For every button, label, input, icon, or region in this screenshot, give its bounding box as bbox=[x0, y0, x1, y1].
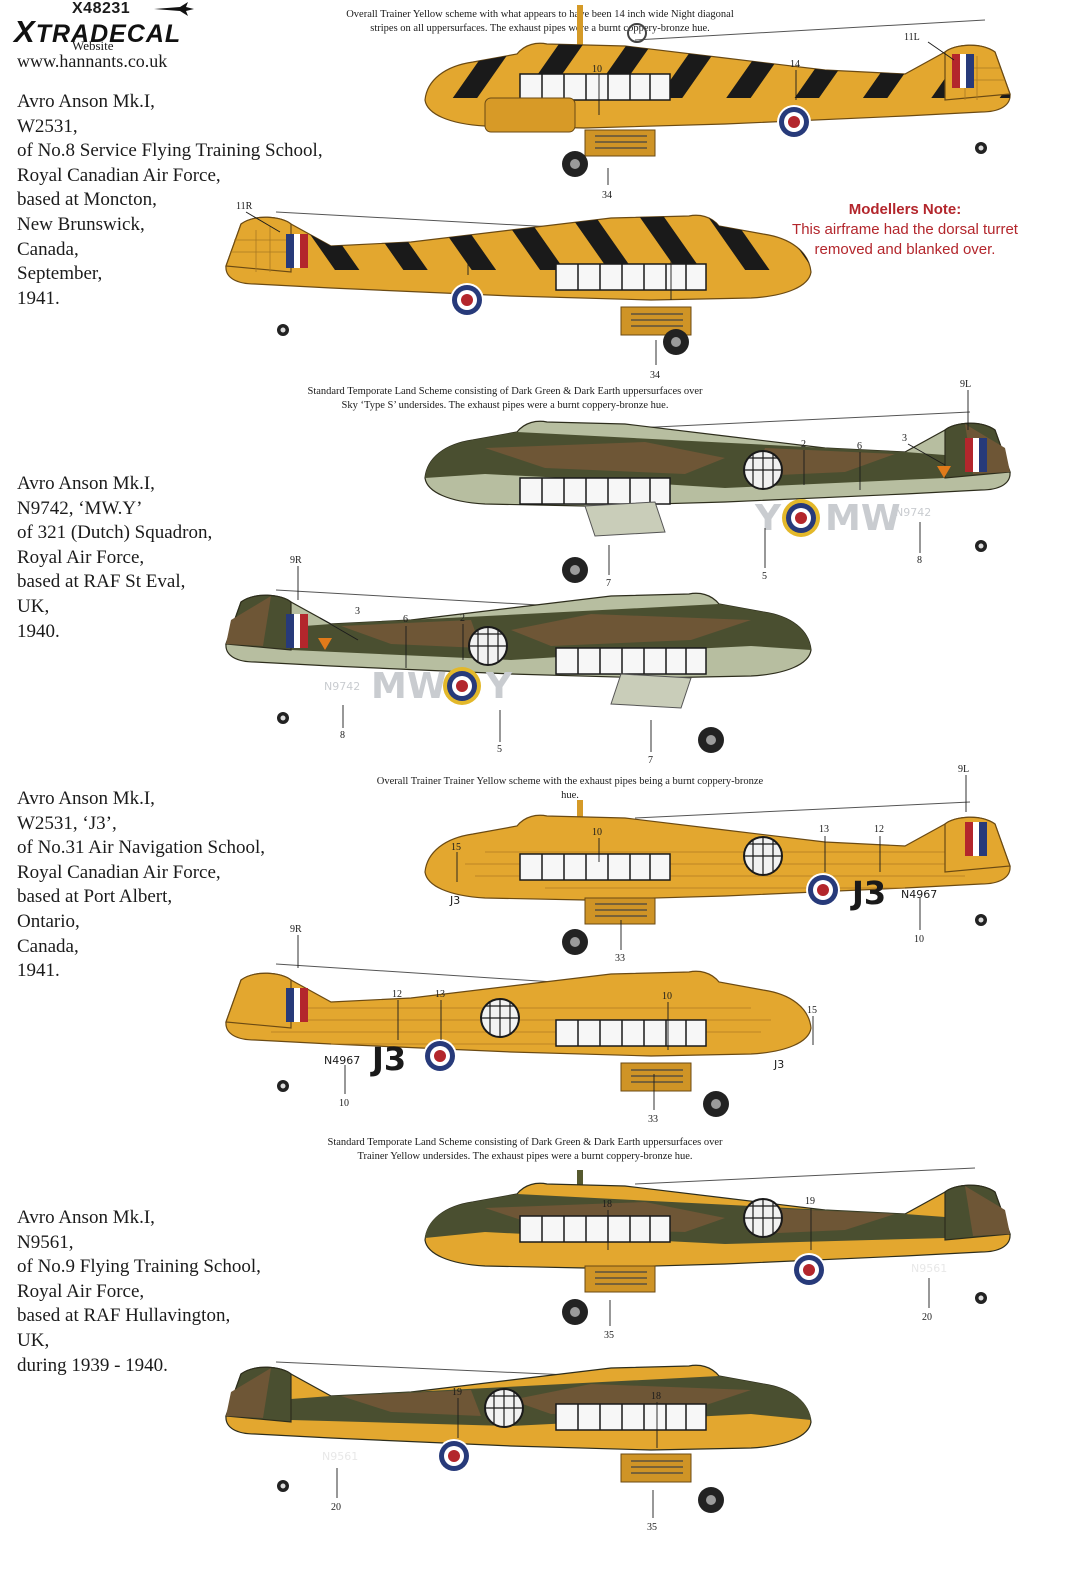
svg-text:J3: J3 bbox=[773, 1058, 784, 1071]
callout-number: 10 bbox=[914, 934, 924, 945]
svg-text:MW: MW bbox=[371, 666, 447, 707]
scheme-1-right-profile bbox=[424, 5, 1011, 177]
svg-text:J3: J3 bbox=[850, 874, 886, 912]
scheme-1-description: Overall Trainer Yellow scheme with what … bbox=[346, 9, 734, 34]
modellers-note-line: removed and blanked over. bbox=[814, 241, 996, 258]
callout-number: 34 bbox=[650, 370, 660, 381]
svg-text:N9561: N9561 bbox=[911, 1262, 947, 1275]
callout-number: 10 bbox=[665, 243, 675, 254]
svg-text:Y: Y bbox=[754, 498, 782, 539]
scheme-4-left-profile: N9561 bbox=[225, 1361, 812, 1513]
scheme-2-caption: Avro Anson Mk.I,N9742, ‘MW.Y’of 321 (Dut… bbox=[17, 473, 213, 642]
scheme-3-right-profile: J3 N4967 J3 bbox=[424, 800, 1011, 955]
brand-wordmark: XTRADECAL bbox=[14, 14, 182, 49]
callout-number: 13 bbox=[435, 989, 445, 1000]
scheme-1-left-profile bbox=[225, 211, 812, 355]
callout-number: 34 bbox=[602, 190, 612, 201]
callout-leaders bbox=[245, 41, 969, 1518]
scheme-3-description: Overall Trainer Trainer Yellow scheme wi… bbox=[376, 776, 764, 801]
svg-text:J3: J3 bbox=[449, 894, 460, 907]
callout-number: 12 bbox=[392, 989, 402, 1000]
callout-number: 3 bbox=[902, 433, 907, 444]
website-url[interactable]: www.hannants.co.uk bbox=[17, 51, 168, 71]
scheme-4-right-profile: N9561 bbox=[424, 1167, 1011, 1325]
svg-text:N9742: N9742 bbox=[324, 680, 360, 693]
callout-number: 8 bbox=[917, 555, 922, 566]
callout-number: 5 bbox=[497, 744, 502, 755]
callout-number: 8 bbox=[340, 730, 345, 741]
scheme-4-caption: Avro Anson Mk.I,N9561,of No.9 Flying Tra… bbox=[17, 1207, 261, 1376]
callout-number: 33 bbox=[648, 1114, 658, 1125]
callout-number: 10 bbox=[592, 64, 602, 75]
svg-text:Y: Y bbox=[485, 666, 513, 707]
product-code: X48231 bbox=[72, 0, 131, 17]
callout-number: 9R bbox=[290, 924, 302, 935]
callout-number: 3 bbox=[355, 606, 360, 617]
callout-number: 35 bbox=[647, 1522, 657, 1533]
svg-text:J3: J3 bbox=[370, 1040, 406, 1078]
scheme-2-right-profile: Y MW N9742 bbox=[424, 411, 1011, 583]
modellers-note-line: This airframe had the dorsal turret bbox=[792, 221, 1018, 238]
callout-number: 19 bbox=[452, 1387, 462, 1398]
callout-number: 18 bbox=[651, 1391, 661, 1402]
svg-text:N4967: N4967 bbox=[324, 1054, 360, 1067]
callout-number: 9L bbox=[958, 764, 969, 775]
callout-number: 7 bbox=[606, 578, 611, 589]
callout-number: 5 bbox=[762, 571, 767, 582]
scheme-2-left-profile: MW Y N9742 bbox=[225, 589, 812, 753]
callout-number: 7 bbox=[648, 755, 653, 766]
callout-number: 19 bbox=[805, 1196, 815, 1207]
modellers-note-title: Modellers Note: bbox=[848, 201, 962, 218]
callout-number: 14 bbox=[790, 59, 800, 70]
scheme-3-left-profile: J3 N4967 J3 bbox=[225, 963, 812, 1117]
callout-number: 10 bbox=[592, 827, 602, 838]
callout-number: 14 bbox=[463, 241, 473, 252]
callout-number: 33 bbox=[615, 953, 625, 964]
callout-number: 2 bbox=[460, 613, 465, 624]
callout-number: 9L bbox=[960, 379, 971, 390]
xtradecal-logo: X48231 XTRADECAL bbox=[12, 0, 194, 50]
callout-numbers: 10 14 11L 34 11R 14 10 34 9L 2 6 3 7 5 8… bbox=[236, 32, 971, 1533]
callout-number: 11R bbox=[236, 201, 253, 212]
callout-number: 20 bbox=[922, 1312, 932, 1323]
callout-number: 20 bbox=[331, 1502, 341, 1513]
callout-number: 10 bbox=[339, 1098, 349, 1109]
svg-text:N4967: N4967 bbox=[901, 888, 937, 901]
callout-number: 6 bbox=[857, 441, 862, 452]
svg-text:N9742: N9742 bbox=[895, 506, 931, 519]
callout-number: 18 bbox=[602, 1199, 612, 1210]
callout-number: 6 bbox=[403, 614, 408, 625]
website-label: Website bbox=[72, 38, 114, 53]
callout-number: 2 bbox=[801, 439, 806, 450]
scheme-2-description: Standard Temporate Land Scheme consistin… bbox=[307, 386, 703, 411]
callout-number: 10 bbox=[662, 991, 672, 1002]
callout-number: 11L bbox=[904, 32, 920, 43]
scheme-3-caption: Avro Anson Mk.I,W2531, ‘J3’,of No.31 Air… bbox=[17, 788, 266, 982]
callout-number: 15 bbox=[807, 1005, 817, 1016]
callout-number: 13 bbox=[819, 824, 829, 835]
svg-text:N9561: N9561 bbox=[322, 1450, 358, 1463]
jet-silhouette-icon bbox=[154, 2, 194, 16]
callout-number: 12 bbox=[874, 824, 884, 835]
callout-number: 35 bbox=[604, 1330, 614, 1341]
callout-number: 9R bbox=[290, 555, 302, 566]
scheme-1-caption: Avro Anson Mk.I,W2531,of No.8 Service Fl… bbox=[17, 91, 323, 309]
callout-number: 15 bbox=[451, 842, 461, 853]
modellers-note: Modellers Note: This airframe had the do… bbox=[760, 200, 1050, 260]
svg-text:MW: MW bbox=[825, 498, 901, 539]
scheme-4-description: Standard Temporate Land Scheme consistin… bbox=[327, 1137, 723, 1162]
